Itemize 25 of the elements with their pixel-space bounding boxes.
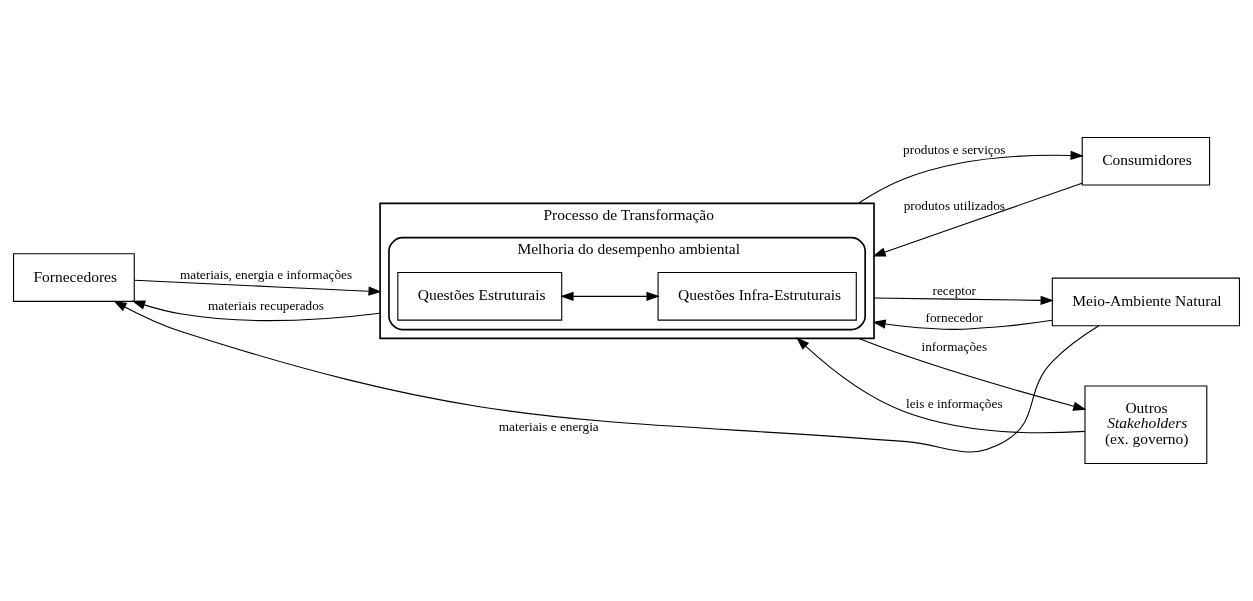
node-box: Consumidores: [1081, 136, 1211, 186]
edge-label: materiais e energia: [498, 419, 599, 435]
node-box: Questões Infra-Estruturais: [657, 272, 857, 321]
arrow: [796, 337, 1086, 434]
arrow: [134, 279, 382, 296]
node-box: Fornecedores: [12, 253, 135, 302]
node-box: Questões Estruturais: [397, 272, 563, 321]
arrow: [858, 337, 1087, 411]
edge-label: receptor: [932, 282, 977, 298]
arrow: [131, 300, 381, 322]
edge-label: materiais recuperados: [208, 298, 325, 314]
arrow: [872, 182, 1083, 257]
arrow: [113, 300, 1100, 453]
arrow: [857, 150, 1084, 204]
edge-label: produtos utilizados: [903, 197, 1005, 213]
edge-label: materiais, energia e informações: [179, 267, 353, 283]
edge-label: fornecedor: [925, 310, 984, 326]
edge-label: leis e informações: [906, 395, 1003, 411]
edge-label: informações: [921, 339, 988, 355]
node-box: Outros Stakeholders (ex. governo): [1084, 385, 1208, 465]
arrow: [873, 295, 1054, 306]
arrow: [560, 291, 660, 301]
arrow: [872, 319, 1053, 330]
edge-label: produtos e serviços: [903, 142, 1006, 158]
node-box: Meio-Ambiente Natural: [1051, 277, 1241, 327]
